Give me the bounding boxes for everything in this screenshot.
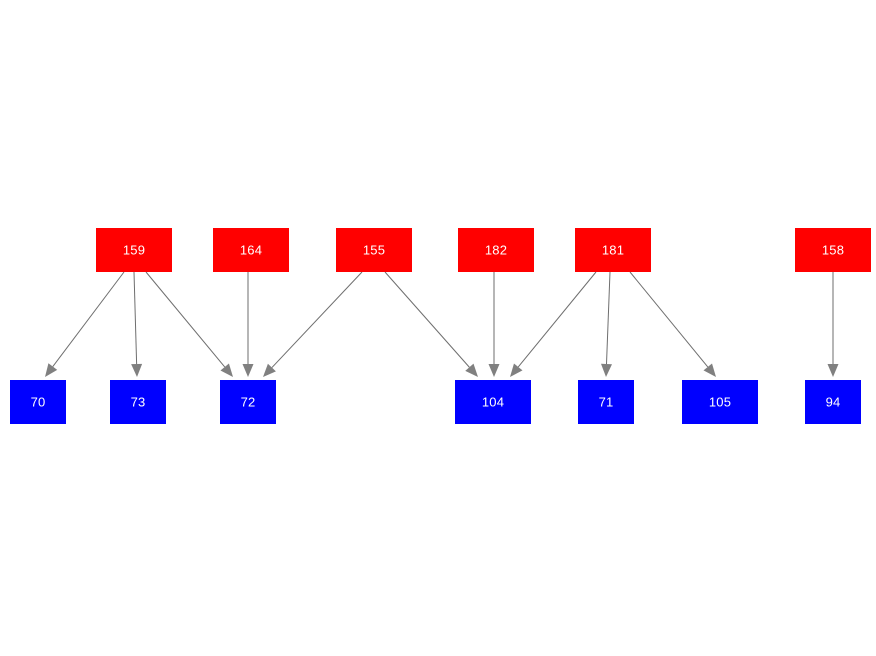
graph-node-182[interactable]: 182 <box>458 228 534 272</box>
node-label: 164 <box>239 242 263 257</box>
graph-edge <box>629 271 716 377</box>
node-label: 73 <box>130 394 146 409</box>
graph-node-159[interactable]: 159 <box>96 228 172 272</box>
graph-node-94[interactable]: 94 <box>805 380 861 424</box>
graph-node-70[interactable]: 70 <box>10 380 66 424</box>
edge-line <box>384 271 470 368</box>
graph-edge <box>145 271 233 377</box>
node-label: 104 <box>481 394 505 409</box>
graph-edge <box>45 271 125 377</box>
node-label: 72 <box>240 394 256 409</box>
node-label: 94 <box>825 394 841 409</box>
graph-node-181[interactable]: 181 <box>575 228 651 272</box>
edge-arrowhead-icon <box>242 364 254 377</box>
edge-arrowhead-icon <box>45 363 58 377</box>
node-label: 182 <box>484 242 508 257</box>
graph-node-73[interactable]: 73 <box>110 380 166 424</box>
graph-edge <box>131 271 143 377</box>
edge-line <box>629 271 709 368</box>
graph-edge <box>263 271 363 377</box>
node-label: 71 <box>598 394 614 409</box>
graph-node-164[interactable]: 164 <box>213 228 289 272</box>
graph-edge <box>600 271 612 377</box>
graph-edge <box>384 271 478 377</box>
graph-edge <box>242 272 254 377</box>
node-label: 70 <box>30 394 46 409</box>
edge-line <box>52 271 125 367</box>
node-label: 181 <box>601 242 625 257</box>
edge-arrowhead-icon <box>131 363 143 377</box>
graph-edge <box>827 272 839 377</box>
graph-node-104[interactable]: 104 <box>455 380 531 424</box>
edge-line <box>605 271 611 365</box>
edge-arrowhead-icon <box>488 364 500 377</box>
edge-arrowhead-icon <box>827 364 839 377</box>
edge-line <box>145 271 226 368</box>
edge-arrowhead-icon <box>465 363 478 377</box>
node-label: 105 <box>708 394 732 409</box>
edge-line <box>271 271 363 368</box>
edge-line <box>517 271 597 368</box>
edge-arrowhead-icon <box>703 363 716 377</box>
node-label: 159 <box>122 242 146 257</box>
graph-node-155[interactable]: 155 <box>336 228 412 272</box>
edge-arrowhead-icon <box>510 363 523 377</box>
edge-arrowhead-icon <box>220 363 233 377</box>
edge-arrowhead-icon <box>600 363 612 377</box>
graph-node-72[interactable]: 72 <box>220 380 276 424</box>
edge-line <box>133 271 138 365</box>
graph-node-71[interactable]: 71 <box>578 380 634 424</box>
node-label: 155 <box>362 242 386 257</box>
graph-edge <box>510 271 597 377</box>
graph-edge <box>488 272 500 377</box>
graph-node-158[interactable]: 158 <box>795 228 871 272</box>
graph-node-105[interactable]: 105 <box>682 380 758 424</box>
edge-arrowhead-icon <box>263 363 276 377</box>
node-label: 158 <box>821 242 845 257</box>
